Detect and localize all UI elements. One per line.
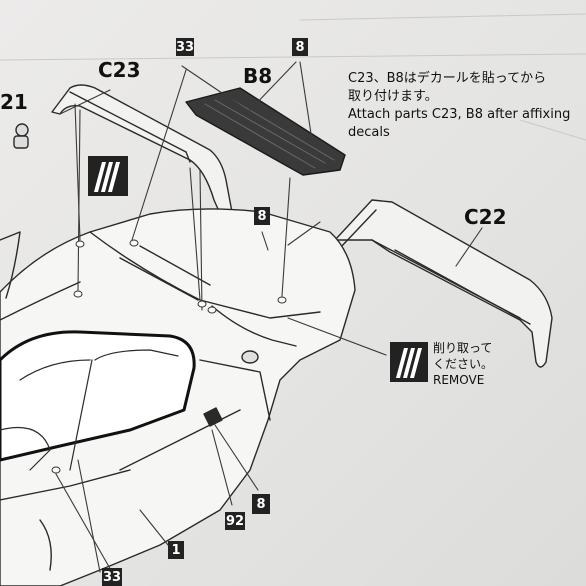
remove-note: 削り取って ください。 REMOVE xyxy=(433,340,523,388)
car-body-drawing xyxy=(0,208,356,586)
part-label-c23: C23 xyxy=(98,58,141,82)
marker-33-bottom: 33 xyxy=(102,568,122,586)
remove-note-jp-line2: ください。 xyxy=(433,357,494,371)
background-lines xyxy=(0,13,586,141)
assembly-instruction: C23、B8はデカールを貼ってから 取り付けます。 Attach parts C… xyxy=(348,70,580,142)
instruction-jp-line1: C23、B8はデカールを貼ってから xyxy=(348,71,547,86)
marker-8-mid: 8 xyxy=(254,207,270,225)
part-label-21: 21 xyxy=(0,90,28,114)
part-21-drawing xyxy=(13,123,29,149)
marker-33-top: 33 xyxy=(175,38,195,56)
assembly-arrows xyxy=(55,61,483,573)
part-c22-drawing xyxy=(334,199,553,368)
part-label-b8: B8 xyxy=(243,64,273,88)
remove-note-jp-line1: 削り取って xyxy=(433,341,493,355)
instruction-en-line1: Attach parts C23, B8 after affixing xyxy=(348,107,571,122)
marker-8-top: 8 xyxy=(292,38,308,56)
remove-note-en: REMOVE xyxy=(433,373,485,387)
marker-8-bottom: 8 xyxy=(252,494,270,514)
remove-decal-icon xyxy=(390,342,428,382)
instruction-en-line2: decals xyxy=(348,125,390,140)
marker-92: 92 xyxy=(225,512,245,530)
instruction-jp-line2: 取り付けます。 xyxy=(348,89,438,104)
marker-1: 1 xyxy=(168,541,184,559)
decal-icon xyxy=(88,156,128,196)
part-b8-drawing xyxy=(185,87,346,176)
part-label-c22: C22 xyxy=(464,205,507,229)
